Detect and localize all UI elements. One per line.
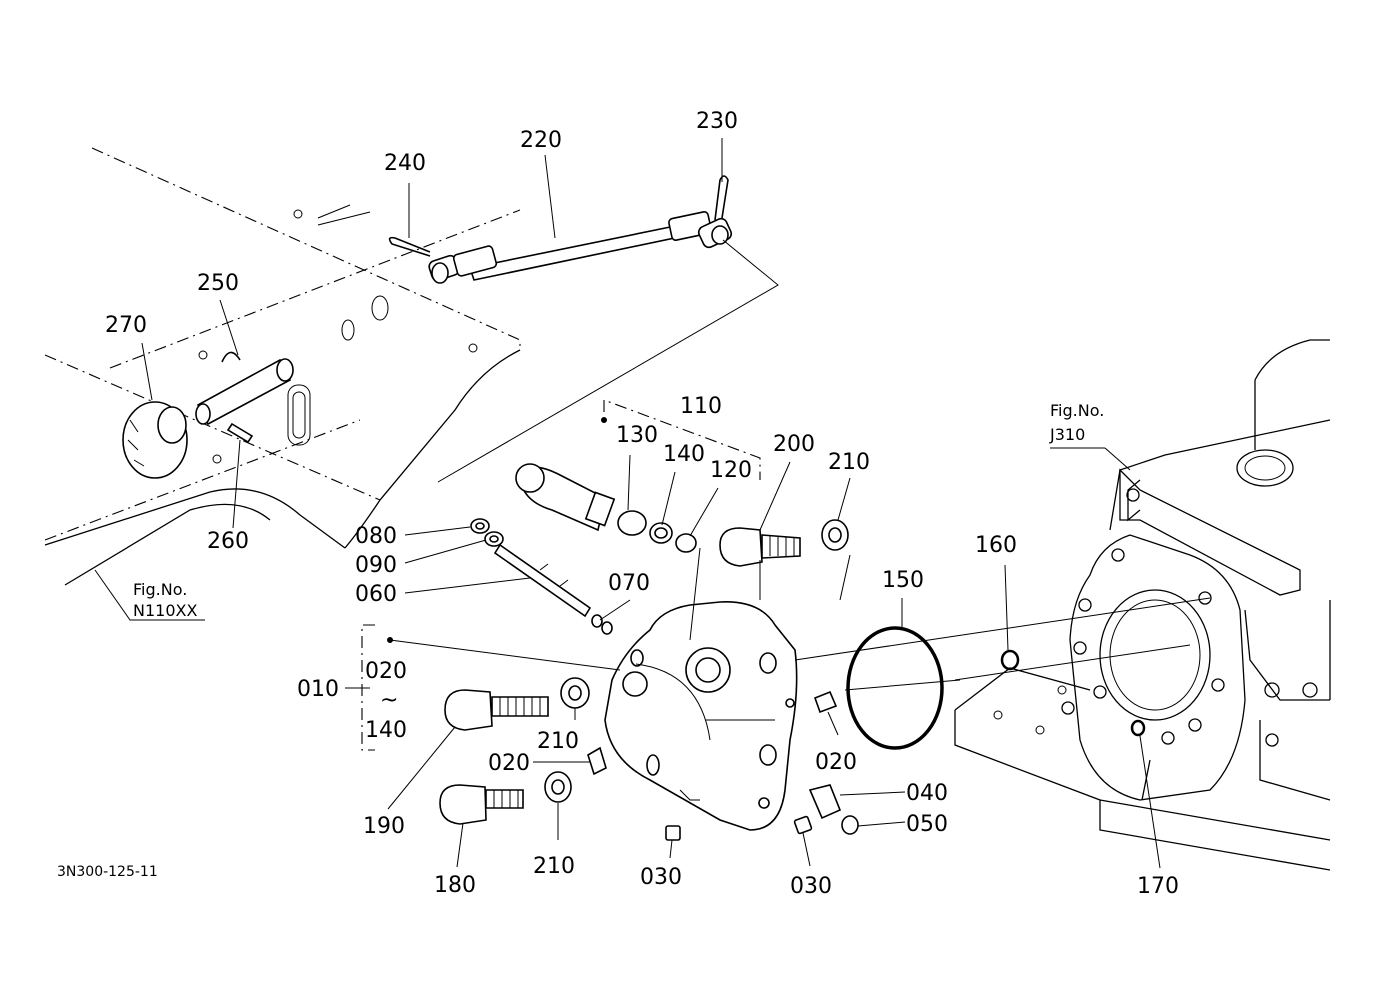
fitting-040 — [808, 784, 842, 820]
label-200: 200 — [773, 432, 815, 457]
plug-020-b — [813, 690, 838, 714]
label-210-c: 210 — [533, 854, 575, 879]
r-pin-240 — [388, 236, 431, 257]
figref-j310-line1: Fig.No. — [1050, 401, 1104, 420]
plug-030-a — [665, 825, 681, 841]
valve-assembly-110 — [515, 399, 761, 532]
label-140: 140 — [663, 442, 705, 467]
o-ring-070-a — [591, 614, 603, 628]
cover-panel — [44, 147, 521, 586]
o-ring-150 — [846, 626, 944, 750]
o-ring-170 — [1130, 719, 1146, 737]
label-020-a: 020 — [488, 751, 530, 776]
label-270: 270 — [105, 313, 147, 338]
o-ring-070-b — [601, 621, 613, 635]
o-ring-120 — [675, 533, 697, 553]
label-120: 120 — [710, 458, 752, 483]
callout-labels: 240 220 230 250 270 260 110 130 140 120 … — [57, 109, 1179, 899]
label-010-range-sep: ~ — [380, 688, 398, 713]
label-210-b: 210 — [537, 729, 579, 754]
figref-n110-line1: Fig.No. — [133, 580, 187, 599]
label-190: 190 — [363, 814, 405, 839]
label-020-b: 020 — [815, 750, 857, 775]
label-060: 060 — [355, 582, 397, 607]
knob-270 — [122, 401, 188, 479]
label-010-range-from: 020 — [365, 659, 407, 684]
o-ring-160 — [1000, 649, 1020, 671]
plug-020-a — [587, 746, 607, 776]
label-220: 220 — [520, 128, 562, 153]
label-260: 260 — [207, 529, 249, 554]
diagram-id: 3N300-125-11 — [57, 864, 158, 880]
label-010-range-to: 140 — [365, 718, 407, 743]
washer-210-c — [544, 771, 572, 803]
washer-210-b — [560, 677, 590, 709]
shaft-060 — [493, 543, 592, 618]
washer-210-a — [821, 519, 849, 551]
ring-080 — [470, 518, 490, 534]
label-090: 090 — [355, 553, 397, 578]
label-010: 010 — [297, 677, 339, 702]
label-250: 250 — [197, 271, 239, 296]
valve-body-010 — [604, 601, 798, 831]
label-160: 160 — [975, 533, 1017, 558]
label-050: 050 — [906, 812, 948, 837]
figref-n110-line2: N110XX — [133, 601, 197, 620]
label-210-a: 210 — [828, 450, 870, 475]
bolt-200 — [719, 527, 801, 567]
label-070: 070 — [608, 571, 650, 596]
label-030-a: 030 — [640, 865, 682, 890]
leader-lines — [94, 138, 1161, 869]
transmission-housing — [954, 339, 1331, 871]
label-150: 150 — [882, 568, 924, 593]
label-130: 130 — [616, 423, 658, 448]
spring-pin-260 — [226, 422, 254, 444]
label-180: 180 — [434, 873, 476, 898]
r-pin-230 — [714, 175, 729, 221]
label-080: 080 — [355, 524, 397, 549]
bolt-180 — [439, 784, 524, 825]
backup-ring-140 — [649, 522, 673, 544]
ring-050 — [841, 815, 859, 835]
label-040: 040 — [906, 781, 948, 806]
o-ring-130 — [617, 510, 647, 536]
label-030-b: 030 — [790, 874, 832, 899]
ring-090 — [484, 531, 504, 547]
bolt-190 — [444, 689, 549, 731]
label-230: 230 — [696, 109, 738, 134]
linkage-rod — [428, 211, 733, 284]
shaft-250 — [195, 351, 294, 426]
label-240: 240 — [384, 151, 426, 176]
plug-030-b — [793, 815, 813, 835]
label-110: 110 — [680, 394, 722, 419]
label-170: 170 — [1137, 874, 1179, 899]
figref-j310-line2: J310 — [1049, 425, 1085, 444]
